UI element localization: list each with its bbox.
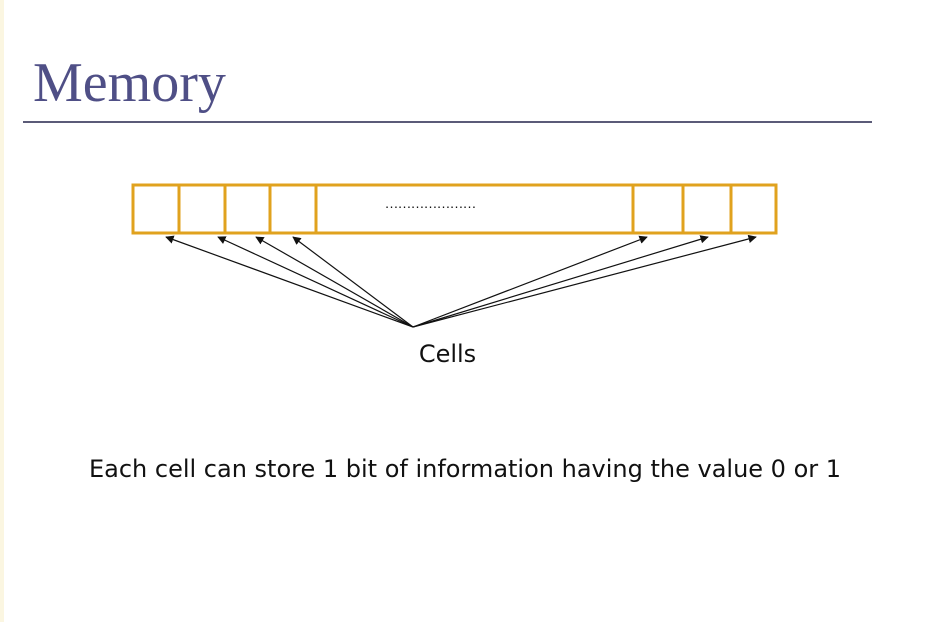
cell-arrow: [255, 236, 414, 328]
cell-pointer-arrows: [165, 234, 757, 328]
slide-edge: [0, 0, 4, 622]
cell-arrow: [217, 236, 414, 328]
cell-arrow: [412, 235, 648, 328]
cell-arrow: [412, 234, 757, 328]
memory-strip-outline: [131, 183, 778, 235]
cell-arrow: [292, 236, 414, 328]
memory-cell-strip: [131, 183, 778, 235]
cell-arrow: [412, 235, 709, 328]
cells-label: Cells: [418, 340, 477, 368]
slide-title: Memory: [33, 52, 226, 114]
omitted-cells-ellipsis: …………………: [384, 195, 477, 211]
title-divider: [23, 121, 872, 123]
cell-arrow: [165, 235, 414, 328]
slide-caption: Each cell can store 1 bit of information…: [88, 455, 842, 483]
